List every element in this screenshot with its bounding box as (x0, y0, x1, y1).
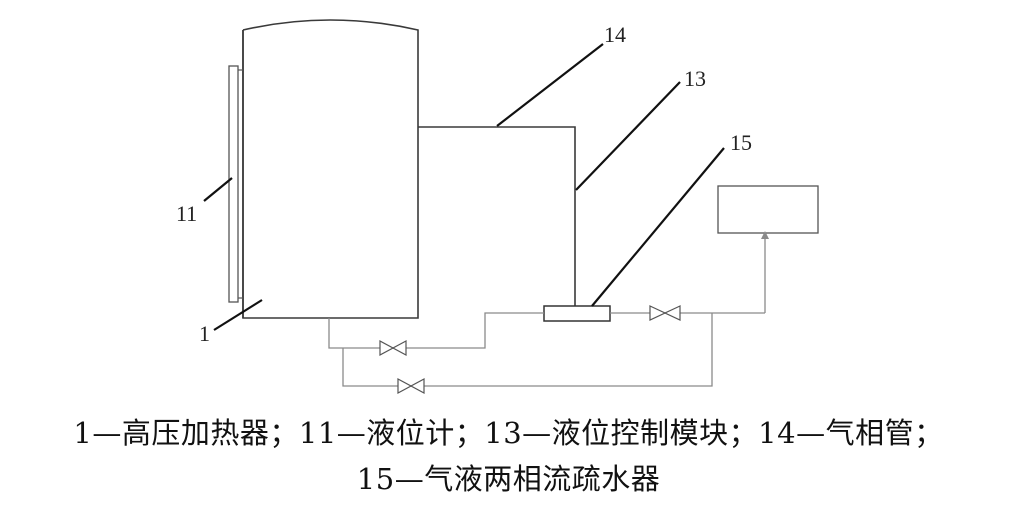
figure-caption-line-2: 15—气液两相流疏水器 (356, 462, 661, 496)
leader-line-13 (575, 81, 681, 191)
two-phase-flow-drainer (543, 305, 611, 322)
system-diagram: 14 13 15 11 1 (176, 19, 819, 395)
high-pressure-heater-vessel (242, 19, 419, 319)
leader-line-1 (213, 299, 263, 331)
label-11: 11 (176, 201, 197, 226)
valve-icon-outlet (649, 305, 681, 321)
label-13: 13 (684, 66, 706, 91)
leader-line-14 (496, 43, 604, 127)
leader-line-15 (591, 147, 725, 307)
label-14: 14 (604, 22, 626, 47)
leader-line-11 (203, 177, 233, 202)
liquid-level-control-module (717, 185, 819, 234)
drain-pipe-upper (328, 312, 544, 349)
valve-icon-upper (379, 339, 407, 357)
bypass-pipe (342, 313, 713, 387)
label-1: 1 (199, 321, 210, 346)
vapor-phase-tube (418, 126, 576, 306)
valve-icon-bypass (397, 377, 425, 395)
label-15: 15 (730, 130, 752, 155)
figure-caption-line-1: 1—高压加热器；11—液位计；13—液位控制模块；14—气相管； (73, 416, 944, 450)
liquid-level-gauge (228, 65, 239, 303)
arrow-up-icon (761, 231, 769, 239)
